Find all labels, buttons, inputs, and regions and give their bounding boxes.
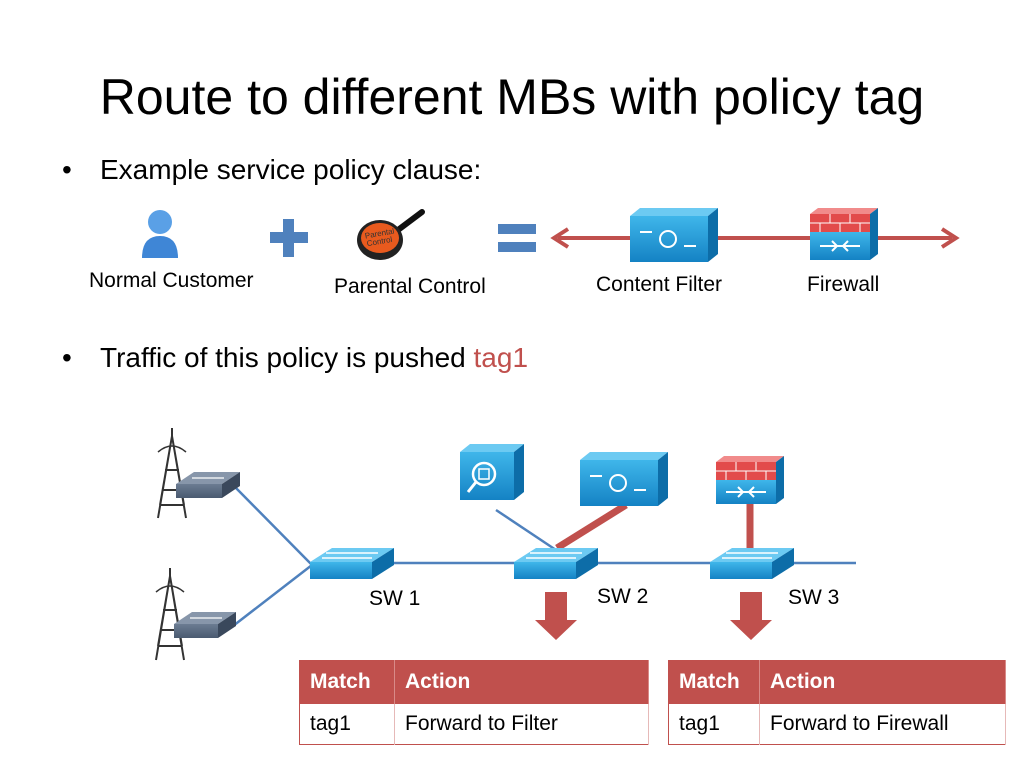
firewall-icon <box>810 208 878 260</box>
content-filter-icon <box>580 452 668 506</box>
network-links <box>232 486 856 627</box>
column-header-action: Action <box>759 660 1006 704</box>
switch-sw1-icon <box>310 548 394 579</box>
action-cell: Forward to Firewall <box>759 703 1006 745</box>
switch-sw2-icon <box>514 548 598 579</box>
inspection-server-icon <box>460 444 524 500</box>
column-header-match: Match <box>299 660 395 704</box>
switch-sw2-label: SW 2 <box>597 585 649 608</box>
parental-control-pan-icon: Parental Control <box>357 209 425 260</box>
flow-table-sw2: Match Action tag1 Forward to Filter <box>299 660 649 745</box>
user-icon <box>142 210 178 258</box>
column-header-action: Action <box>394 660 649 704</box>
base-station-switch-icon <box>176 472 240 498</box>
match-cell: tag1 <box>299 703 395 745</box>
parental-control-label: Parental Control <box>334 275 486 298</box>
flow-table-sw3: Match Action tag1 Forward to Firewall <box>668 660 1006 745</box>
table-row: tag1 Forward to Firewall <box>668 703 1006 745</box>
firewall-label: Firewall <box>807 273 880 296</box>
bullet-text-prefix: Traffic of this policy is pushed <box>100 342 474 373</box>
content-filter-label: Content Filter <box>596 273 723 296</box>
table-row: tag1 Forward to Filter <box>299 703 649 745</box>
switch-sw3-label: SW 3 <box>788 586 840 609</box>
bullet-marker: • <box>62 154 72 185</box>
down-arrow-icon <box>535 592 577 640</box>
bullet-text: Traffic of this policy is pushed tag1 <box>100 340 528 376</box>
svg-text:Control: Control <box>366 235 393 248</box>
plus-icon <box>270 219 308 257</box>
action-cell: Forward to Filter <box>394 703 649 745</box>
slide-title: Route to different MBs with policy tag <box>99 69 925 125</box>
switch-sw1-label: SW 1 <box>369 587 421 610</box>
table-header-row: Match Action <box>668 660 1006 704</box>
match-cell: tag1 <box>668 703 760 745</box>
sw2-filter-redirect-link <box>555 502 628 551</box>
down-arrow-icon <box>730 592 772 640</box>
normal-customer-label: Normal Customer <box>89 269 254 292</box>
bullet-marker: • <box>62 342 72 373</box>
bullet-text: Example service policy clause: <box>100 154 482 185</box>
content-filter-icon <box>630 208 718 262</box>
radio-tower-icon <box>157 428 187 519</box>
service-chain-arrow <box>550 227 960 249</box>
equals-icon <box>498 224 536 252</box>
table-header-row: Match Action <box>299 660 649 704</box>
base-station-switch-icon <box>174 612 236 638</box>
policy-tag-text: tag1 <box>473 342 529 373</box>
switch-sw3-icon <box>710 548 794 579</box>
radio-tower-icon <box>155 568 185 661</box>
firewall-icon <box>716 456 784 504</box>
column-header-match: Match <box>668 660 760 704</box>
